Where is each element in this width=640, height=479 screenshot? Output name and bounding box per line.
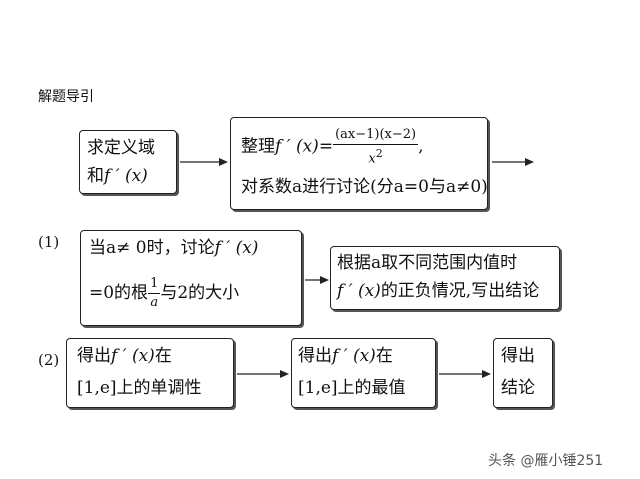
extremum-line1: 得出f ′ (x)在	[298, 346, 393, 366]
extremum-line2: [1,e]上的最值	[298, 378, 406, 398]
simplify-box-line1: 整理f ′ (x)=(ax−1)(x−2)x2,	[241, 127, 424, 167]
monotonicity-line2: [1,e]上的单调性	[77, 378, 202, 398]
part1-label: (1)	[38, 233, 60, 251]
monotonicity-box: 得出f ′ (x)在 [1,e]上的单调性	[66, 338, 234, 408]
sign-conclusion-line1: 根据a取不同范围内值时	[337, 253, 518, 273]
simplify-box: 整理f ′ (x)=(ax−1)(x−2)x2, 对系数a进行讨论(分a=0与a…	[230, 117, 488, 210]
arrow-part1	[305, 276, 329, 284]
arrow-part2-a	[237, 370, 289, 378]
arrow-part2-b	[439, 370, 491, 378]
derivative-fraction: (ax−1)(x−2)x2	[333, 127, 419, 167]
final-conclusion-line2: 结论	[501, 378, 535, 398]
domain-box-line1: 求定义域	[87, 138, 155, 158]
final-conclusion-line1: 得出	[501, 346, 535, 366]
guide-title: 解题导引	[38, 89, 94, 105]
roots-compare-line1: 当a≠ 0时，讨论f ′ (x)	[89, 238, 259, 258]
arrow-step1-a	[180, 158, 228, 166]
sign-conclusion-box: 根据a取不同范围内值时 f ′ (x)的正负情况,写出结论	[330, 246, 560, 310]
extremum-box: 得出f ′ (x)在 [1,e]上的最值	[291, 338, 436, 408]
sign-conclusion-line2: f ′ (x)的正负情况,写出结论	[337, 281, 540, 301]
arrow-step1-b	[492, 158, 534, 166]
domain-box-line2: 和f ′ (x)	[87, 166, 148, 186]
simplify-box-line2: 对系数a进行讨论(分a=0与a≠0)	[241, 177, 488, 197]
final-conclusion-box: 得出 结论	[493, 338, 553, 408]
monotonicity-line1: 得出f ′ (x)在	[77, 346, 172, 366]
watermark: 头条 @雁小锤251	[488, 453, 604, 469]
part2-label: (2)	[38, 351, 60, 369]
domain-box: 求定义域 和f ′ (x)	[79, 130, 177, 194]
